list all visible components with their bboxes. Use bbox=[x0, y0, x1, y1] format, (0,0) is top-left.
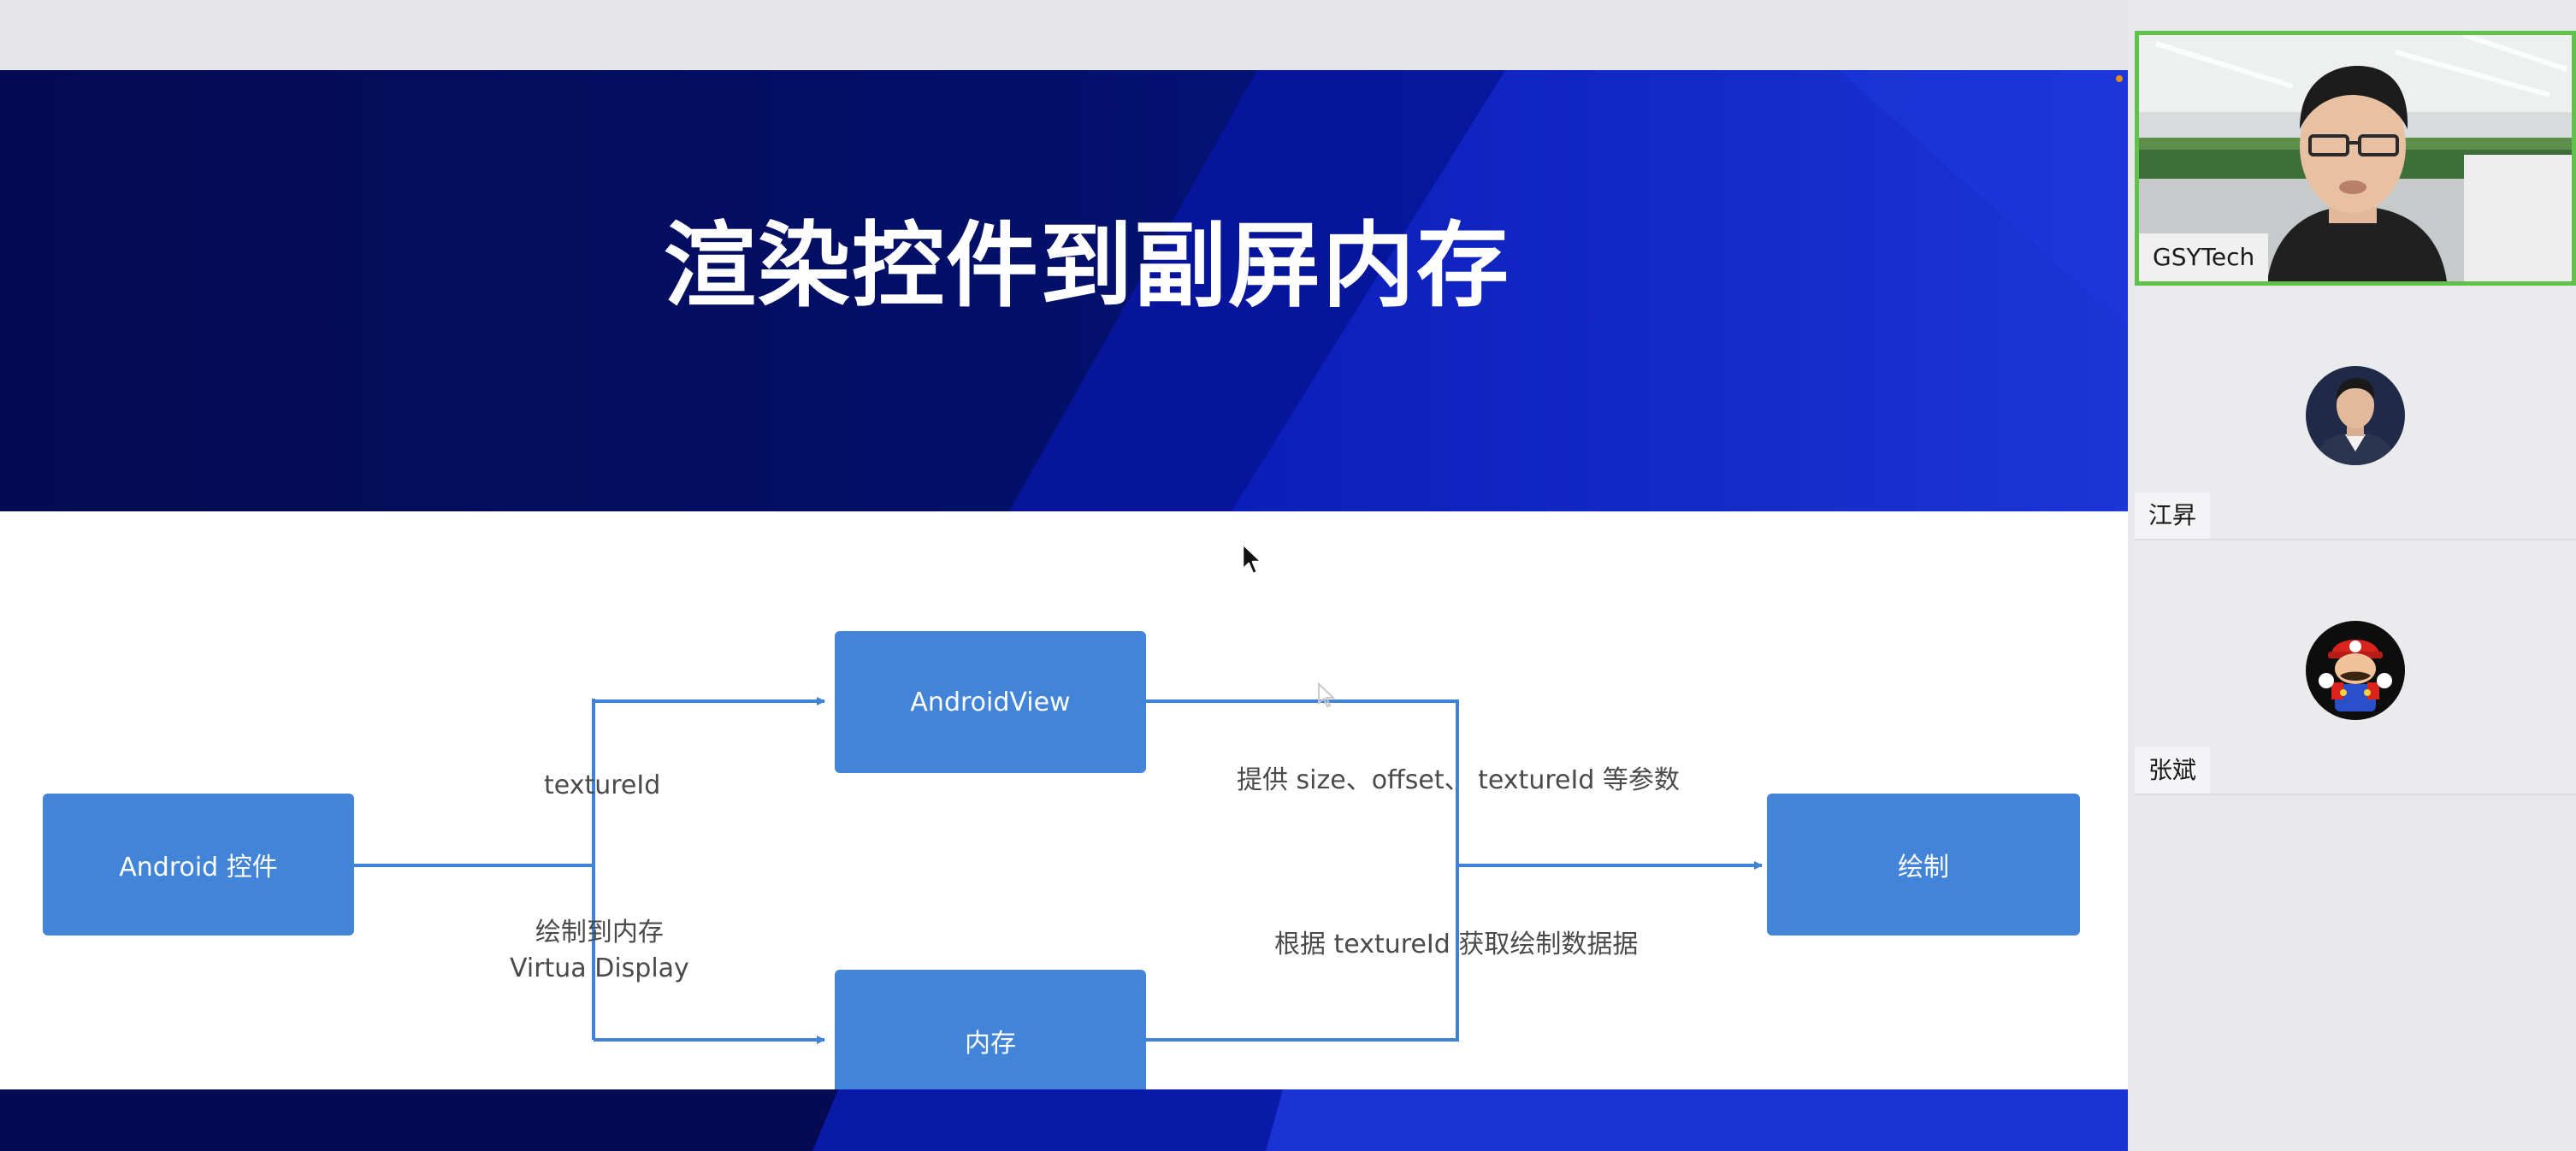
participant-tile-jiangsheng[interactable]: 江昇 bbox=[2135, 287, 2576, 540]
node-memory: 内存 bbox=[835, 970, 1146, 1112]
participant-tile-zhangbin[interactable]: 张斌 bbox=[2135, 542, 2576, 795]
participant-name: GSYTech bbox=[2139, 233, 2269, 281]
footer-background-shapes bbox=[0, 1089, 2128, 1151]
node-android-widget: Android 控件 bbox=[43, 794, 354, 936]
label-provide-params: 提供 size、offset、 textureId 等参数 bbox=[1237, 765, 1680, 795]
avatar-mario-icon bbox=[2306, 621, 2405, 720]
participant-tile-gsytech[interactable]: GSYTech bbox=[2135, 31, 2576, 286]
label-texture-id: textureId bbox=[544, 770, 661, 800]
header-background-shapes bbox=[0, 70, 2128, 511]
slide-footer-band bbox=[0, 1089, 2128, 1151]
label-draw-to-memory-line2: Virtua Display bbox=[510, 953, 689, 983]
node-android-view: AndroidView bbox=[835, 631, 1146, 773]
node-draw: 绘制 bbox=[1767, 794, 2080, 936]
avatar-photo bbox=[2306, 366, 2405, 465]
recording-indicator-dot bbox=[2116, 75, 2123, 82]
flow-diagram: Android 控件 AndroidView 内存 绘制 textureId 绘… bbox=[0, 511, 2128, 1112]
shared-slide: 渲染控件到副屏内存 bbox=[0, 70, 2128, 1151]
avatar bbox=[2306, 621, 2405, 720]
ghost-pointer-icon bbox=[1318, 682, 1336, 708]
participant-name: 江昇 bbox=[2135, 493, 2211, 539]
slide-header-band: 渲染控件到副屏内存 bbox=[0, 70, 2128, 511]
label-draw-to-memory-line1: 绘制到内存 bbox=[535, 918, 664, 947]
slide-title: 渲染控件到副屏内存 bbox=[664, 213, 1511, 320]
label-draw-to-memory: 绘制到内存 Virtua Display bbox=[510, 915, 689, 987]
avatar bbox=[2306, 366, 2405, 465]
flow-connectors bbox=[354, 697, 1763, 1044]
label-fetch-by-texture: 根据 textureId 获取绘制数据据 bbox=[1274, 930, 1639, 959]
mouse-pointer-icon bbox=[1241, 542, 1263, 576]
participant-name: 张斌 bbox=[2135, 747, 2211, 794]
